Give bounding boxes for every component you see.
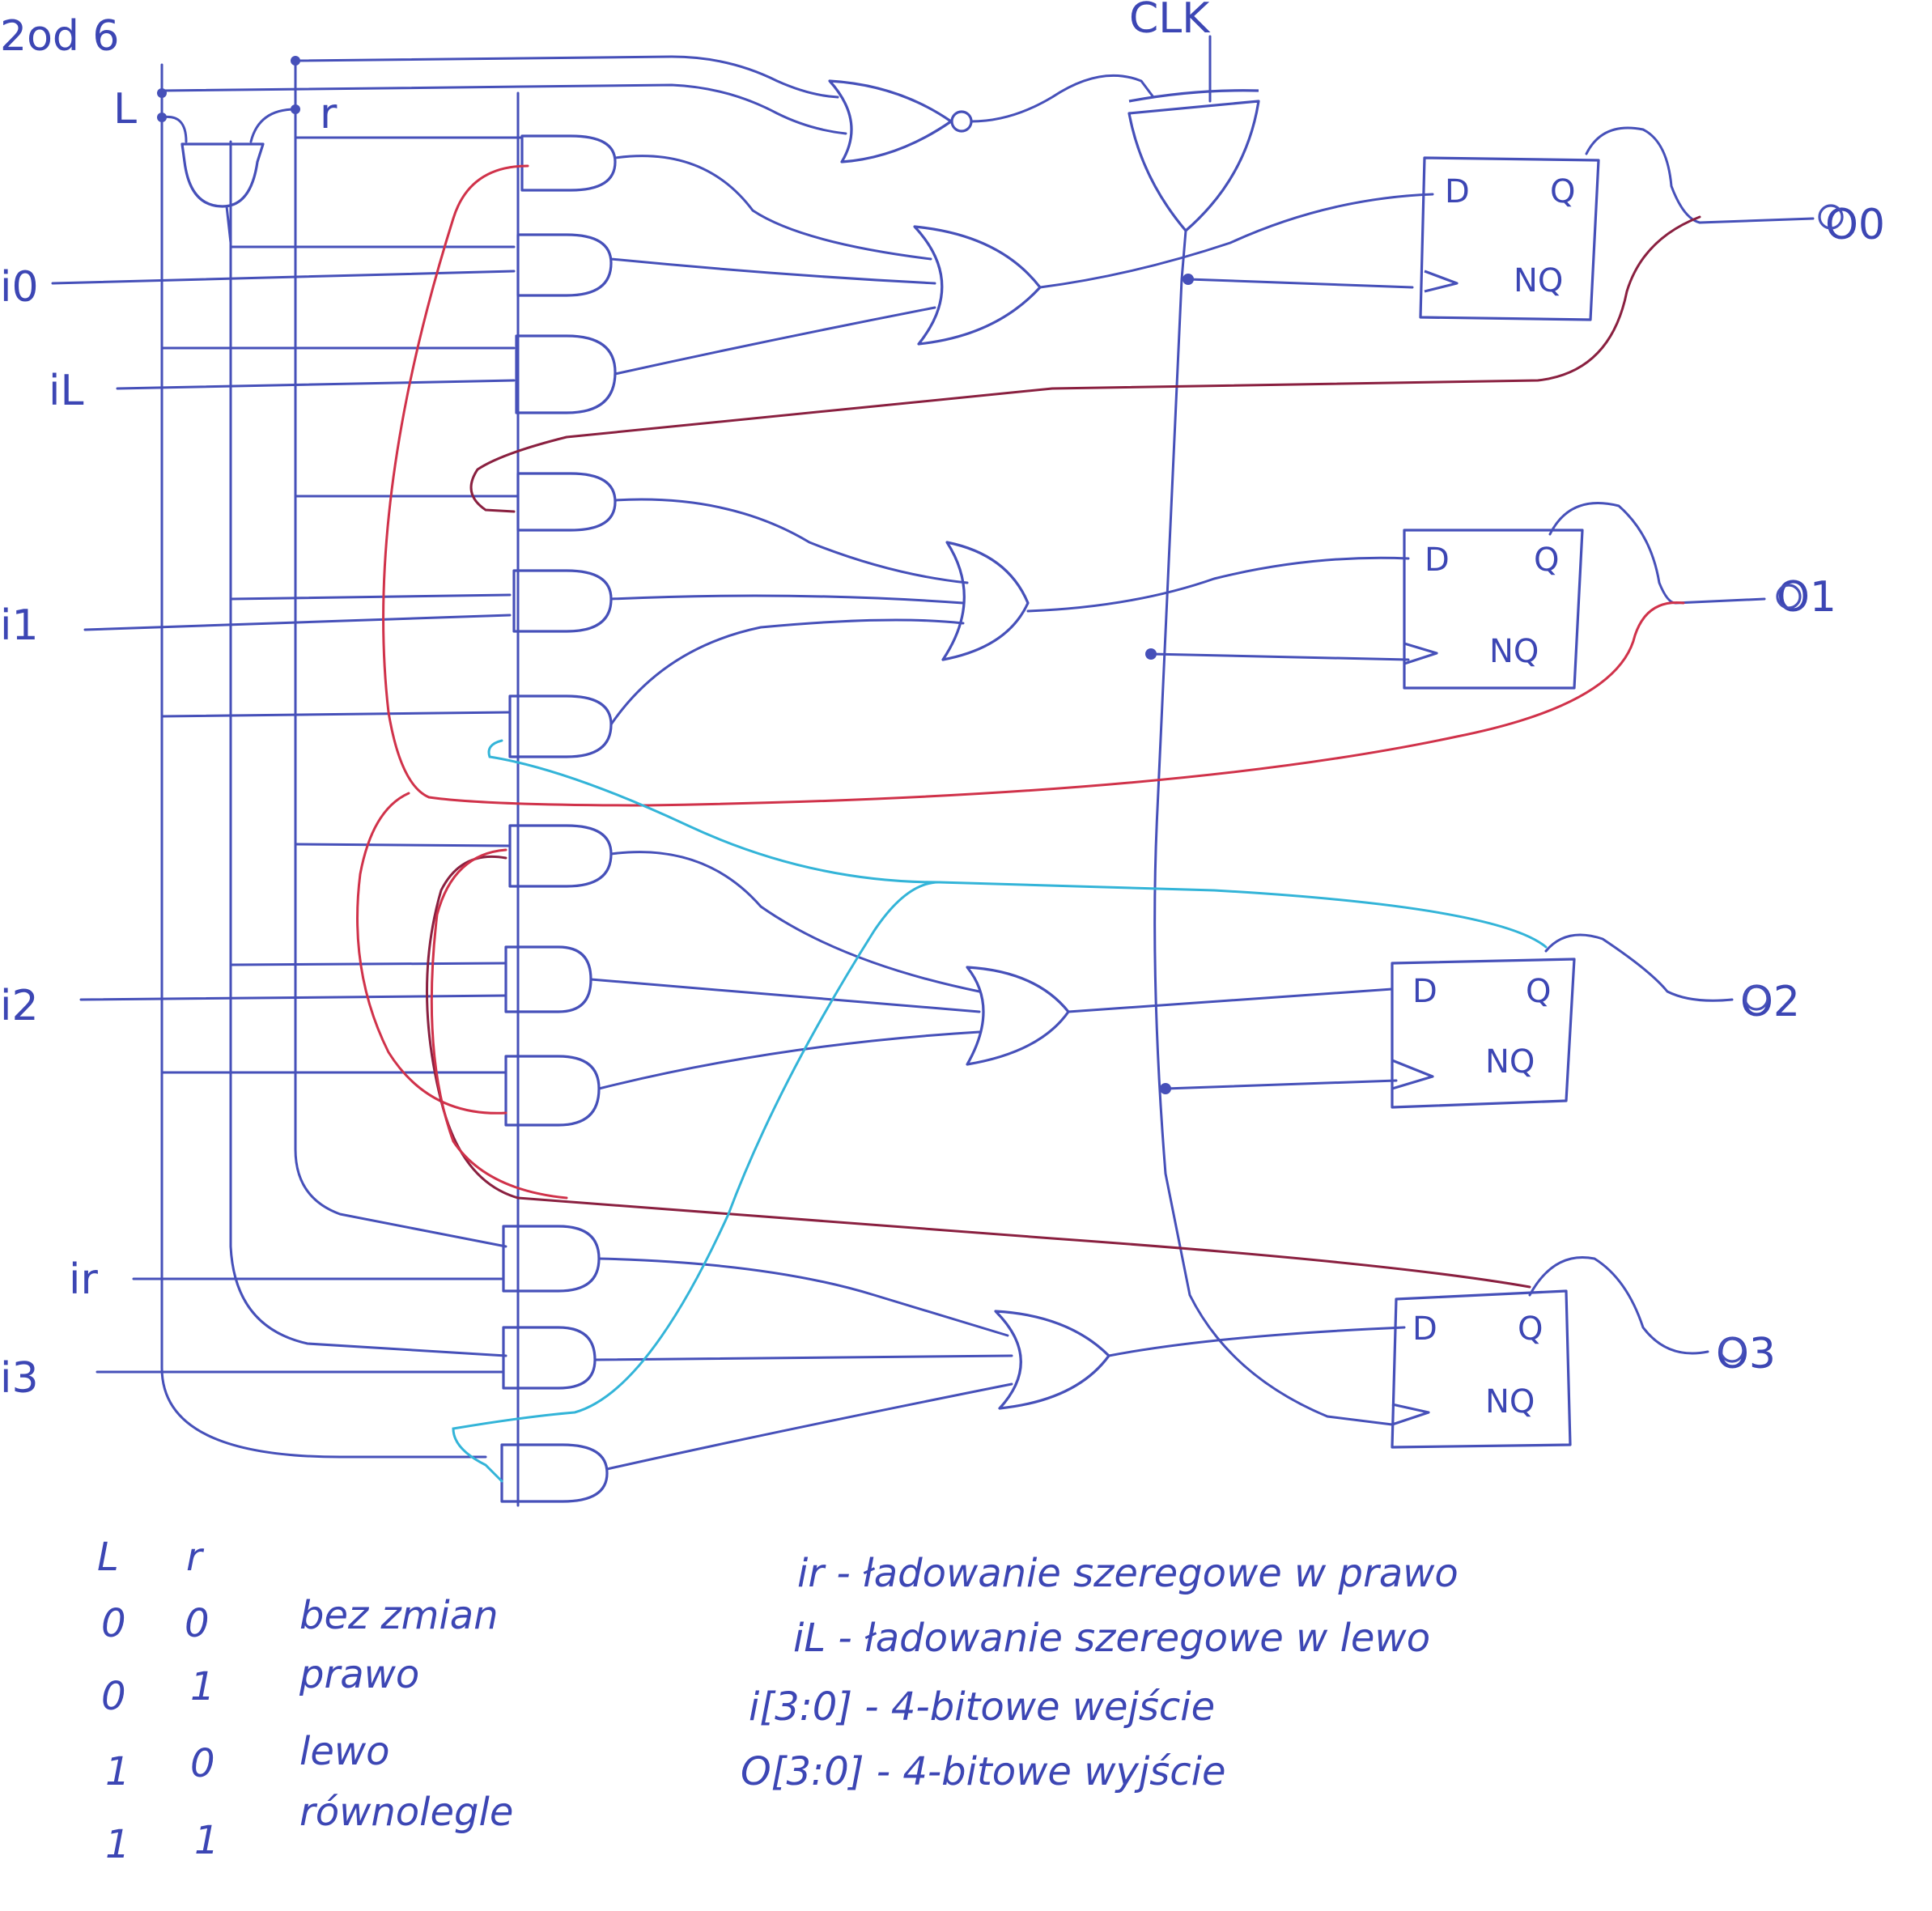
feedback-wires <box>356 164 1701 1483</box>
output-o2-label: O2 <box>1740 978 1800 1026</box>
input-il-label: iL <box>49 367 83 415</box>
tt-row2-r: 0 <box>190 1741 215 1786</box>
notes: ir - ładowanie szeregowe w prawo iL - ła… <box>741 1551 1459 1794</box>
or-ff-wires <box>1026 193 1434 1357</box>
or-gate-2 <box>966 966 1070 1066</box>
flipflop-3: D Q NQ <box>1391 1289 1572 1449</box>
input-i2-label: i2 <box>0 982 39 1030</box>
or-gate-3 <box>994 1310 1110 1410</box>
output-o0-label: O0 <box>1825 201 1885 249</box>
ff0-q-label: Q <box>1550 173 1575 210</box>
clock-branches <box>1149 278 1414 1090</box>
tt-header-l: L <box>97 1535 119 1580</box>
input-i1-label: i1 <box>0 601 39 650</box>
ff2-d-label: D <box>1412 973 1437 1010</box>
input-i3-label: i3 <box>0 1354 39 1403</box>
tt-row0-r: 0 <box>185 1601 210 1646</box>
control-r-label: r <box>320 90 338 138</box>
tt-row3-l: 1 <box>105 1822 130 1867</box>
control-buses <box>157 56 520 1507</box>
and-gate-2a <box>508 824 613 888</box>
flipflop-2: D Q NQ <box>1391 958 1576 1109</box>
control-taps <box>160 245 520 1074</box>
control-top-wires <box>160 55 847 143</box>
tt-row1-l: 0 <box>101 1674 126 1719</box>
and-gate-1b <box>512 569 613 633</box>
input-wires <box>51 270 516 1374</box>
nor-gate <box>828 79 953 163</box>
ff0-nq-label: NQ <box>1514 262 1563 299</box>
note-output: O[3:0] - 4-bitowe wyjście <box>741 1749 1225 1794</box>
ff1-q-label: Q <box>1534 541 1559 579</box>
tt-row0-desc: bez zmian <box>299 1593 499 1638</box>
input-i0-label: i0 <box>0 263 39 312</box>
and-gate-1c <box>508 694 613 758</box>
tt-row1-r: 1 <box>190 1664 215 1709</box>
tt-row2-desc: lewo <box>299 1729 390 1774</box>
output-wires <box>1528 126 1844 1363</box>
and-gate-3c <box>500 1443 609 1503</box>
flipflop-1: D Q NQ <box>1403 529 1584 690</box>
or-gate-0 <box>913 225 1042 346</box>
tt-row1-desc: prawo <box>299 1652 419 1697</box>
and-gate-0c <box>515 334 617 414</box>
or-gate-1 <box>941 541 1030 661</box>
clock-gate <box>1127 100 1260 232</box>
clock-label: CLK <box>1129 0 1211 43</box>
input-ir-label: ir <box>69 1255 98 1304</box>
tt-header-r: r <box>186 1535 205 1580</box>
tt-row2-l: 1 <box>105 1749 130 1794</box>
tt-row3-desc: równolegle <box>299 1790 513 1835</box>
ff1-d-label: D <box>1425 541 1450 579</box>
note-ir: ir - ładowanie szeregowe w prawo <box>797 1551 1459 1596</box>
truth-table: L r 0 0 bez zmian 0 1 prawo 1 0 lewo 1 1… <box>97 1535 513 1867</box>
and-gate-2c <box>504 1055 601 1127</box>
flipflop-0: D Q NQ <box>1419 156 1600 321</box>
ff1-nq-label: NQ <box>1489 633 1539 670</box>
ff3-q-label: Q <box>1518 1310 1543 1348</box>
output-o3-label: O3 <box>1716 1330 1776 1378</box>
or-gates <box>913 225 1110 1410</box>
and-gate-0b <box>516 233 613 297</box>
title-label: 2od 6 <box>0 12 120 61</box>
ff2-q-label: Q <box>1526 973 1551 1010</box>
and-gate-0a <box>520 134 617 192</box>
ff3-nq-label: NQ <box>1485 1383 1535 1421</box>
ff2-nq-label: NQ <box>1485 1043 1535 1081</box>
control-l-label: L <box>113 85 137 134</box>
ff0-d-label: D <box>1445 173 1470 210</box>
and-or-wires <box>589 155 1013 1471</box>
ff3-d-label: D <box>1412 1310 1437 1348</box>
output-o1-label: O1 <box>1777 573 1836 622</box>
and-gate-lr <box>180 142 265 208</box>
note-il: iL - ładowanie szeregowe w lewo <box>793 1616 1430 1661</box>
and-gate-1a <box>516 472 617 532</box>
tt-row3-r: 1 <box>194 1818 219 1863</box>
note-input: i[3:0] - 4-bitowe wejście <box>749 1684 1215 1730</box>
tt-row0-l: 0 <box>101 1601 126 1646</box>
nor-bubble <box>950 110 973 133</box>
